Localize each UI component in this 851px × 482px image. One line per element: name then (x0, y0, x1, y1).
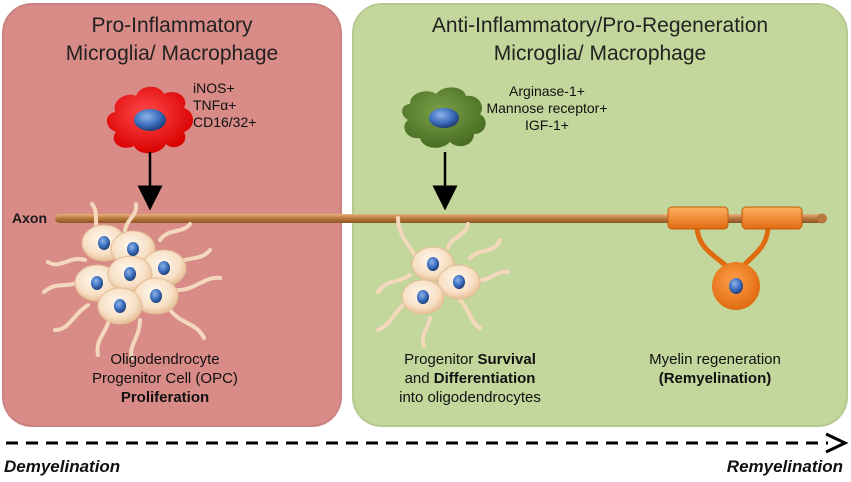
marker-cd16-32: CD16/32+ (193, 114, 257, 130)
opc-label-line2: Progenitor Cell (OPC) (92, 370, 238, 387)
remyelination-label-bold: (Remyelination) (658, 370, 772, 387)
marker-mannose-receptor: Mannose receptor+ (486, 100, 608, 116)
pro-inflammatory-title: Pro-Inflammatory Microglia/ Macrophage (2, 12, 342, 68)
differentiation-label-prefix: and (404, 370, 434, 387)
survival-label-bold: Survival (477, 351, 536, 368)
pro-title-line2: Microglia/ Macrophage (65, 42, 279, 65)
marker-arginase: Arginase-1+ (509, 83, 585, 99)
anti-inflammatory-microglia-icon (402, 87, 486, 148)
survival-differentiation-label: Progenitor Survival and Differentiation … (370, 350, 570, 407)
anti-inflammatory-title: Anti-Inflammatory/Pro-Regeneration Micro… (352, 12, 848, 68)
axon-label: Axon (12, 210, 47, 226)
survival-label-line3: into oligodendrocytes (399, 389, 541, 406)
marker-igf1: IGF-1+ (525, 117, 569, 133)
oligodendrocyte-myelin-icon (667, 206, 803, 310)
pro-inflammatory-markers: iNOS+ TNFα+ CD16/32+ (193, 80, 256, 131)
opc-label-proliferation: Proliferation (120, 389, 210, 406)
anti-title-line1: Anti-Inflammatory/Pro-Regeneration (431, 14, 769, 37)
marker-inos: iNOS+ (193, 80, 235, 96)
demyelination-to-remyelination-arrow (6, 432, 849, 454)
progenitor-cells (401, 246, 481, 315)
opc-proliferation-label: Oligodendrocyte Progenitor Cell (OPC) Pr… (30, 350, 300, 407)
opc-cells (74, 224, 187, 325)
pro-title-line1: Pro-Inflammatory (91, 14, 253, 37)
pro-inflammatory-microglia-icon (106, 86, 193, 154)
opc-label-line1: Oligodendrocyte (110, 351, 220, 368)
anti-title-line2: Microglia/ Macrophage (493, 42, 707, 65)
remyelination-label-line1: Myelin regeneration (649, 351, 781, 368)
axon (55, 213, 827, 224)
demyelination-axis-label: Demyelination (4, 457, 121, 476)
anti-inflammatory-markers: Arginase-1+ Mannose receptor+ IGF-1+ (482, 83, 612, 134)
differentiation-label-bold: Differentiation (433, 370, 536, 387)
marker-tnfa: TNFα+ (193, 97, 237, 113)
remyelination-axis-label: Remyelination (726, 457, 843, 476)
survival-label-prefix: Progenitor (404, 351, 478, 368)
remyelination-label: Myelin regeneration (Remyelination) (620, 350, 810, 388)
